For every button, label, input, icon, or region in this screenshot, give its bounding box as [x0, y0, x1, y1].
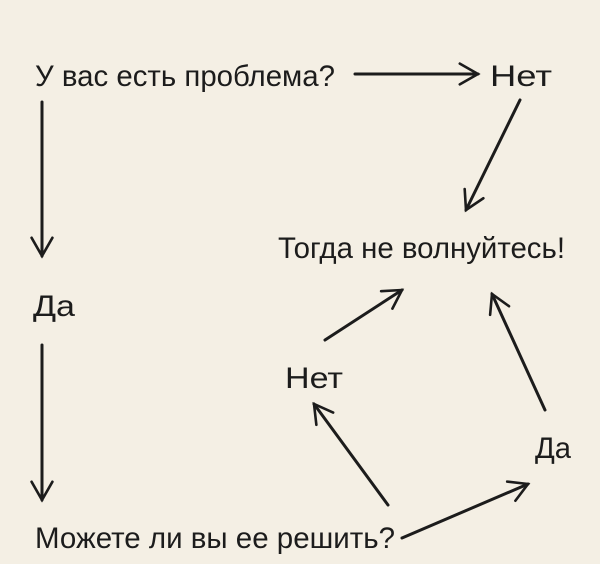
- arrow-no-to-dont-worry: [463, 98, 522, 213]
- node-question: У вас есть проблема?: [35, 60, 335, 93]
- node-no-middle: Нет: [285, 362, 343, 395]
- node-dont-worry: Тогда не волнуйтесь!: [278, 232, 565, 265]
- arrow-can-solve-to-yes: [400, 480, 531, 540]
- arrow-can-solve-to-no: [312, 401, 390, 507]
- node-can-solve: Можете ли вы ее решить?: [35, 522, 395, 555]
- node-yes-left: Да: [33, 290, 75, 323]
- arrow-yes-to-dont-worry: [488, 291, 547, 412]
- node-yes-right: Да: [535, 432, 571, 465]
- arrow-no-to-dont-worry-2: [323, 288, 405, 342]
- node-no-top: Нет: [490, 60, 552, 93]
